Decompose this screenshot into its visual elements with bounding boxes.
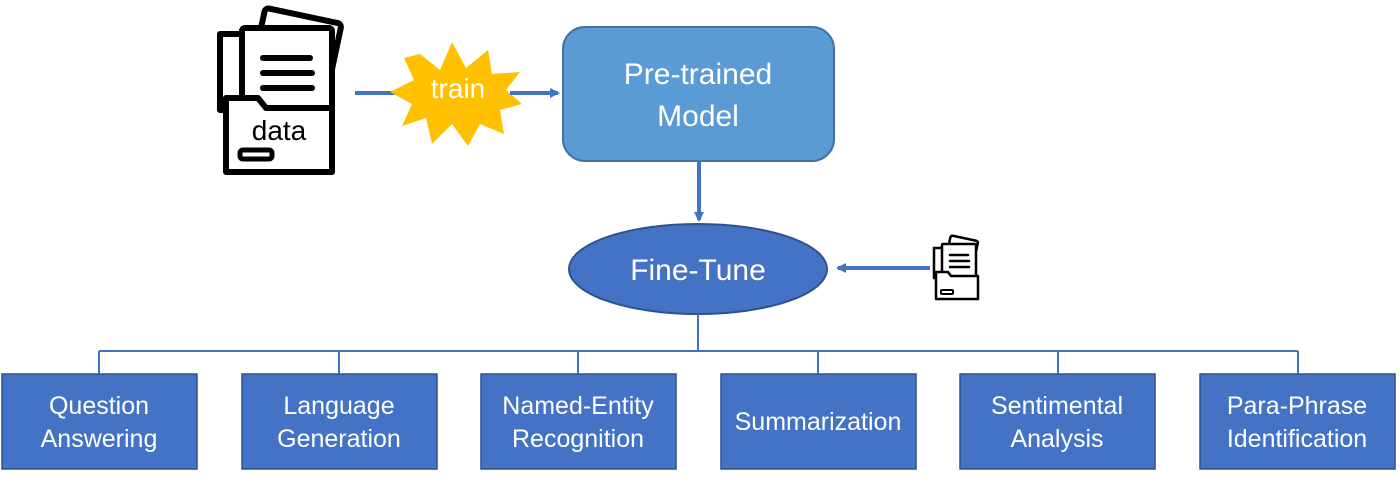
train-label: train — [431, 73, 485, 104]
task-sentimental-analysis: Sentimental Analysis — [959, 373, 1156, 470]
task-boxes: Question Answering Language Generation N… — [1, 373, 1396, 470]
task-label-line2: Identification — [1227, 425, 1367, 453]
task-label-line1: Para-Phrase — [1227, 392, 1367, 420]
task-label-line2: Analysis — [1010, 425, 1103, 453]
pretrained-model-box: Pre-trained Model — [562, 26, 835, 162]
task-label-line1: Named-Entity — [502, 392, 654, 420]
train-burst: train — [390, 42, 522, 146]
task-label-line1: Language — [283, 392, 394, 420]
model-label-line1: Pre-trained — [624, 58, 772, 91]
model-label-line2: Model — [657, 100, 739, 133]
task-label-line2: Generation — [277, 425, 401, 453]
task-connector-tree — [98, 314, 1299, 374]
task-paraphrase-identification: Para-Phrase Identification — [1199, 373, 1396, 470]
task-label-line1: Question — [49, 392, 149, 420]
fine-tune-label: Fine-Tune — [630, 254, 766, 287]
fine-tune-node: Fine-Tune — [568, 223, 828, 315]
small-data-folder-icon — [932, 234, 980, 301]
task-summarization: Summarization — [720, 373, 917, 470]
task-language-generation: Language Generation — [241, 373, 438, 470]
task-label-line1: Sentimental — [991, 392, 1123, 420]
task-named-entity-recognition: Named-Entity Recognition — [480, 373, 677, 470]
burst-shape — [390, 42, 522, 146]
task-label-line2: Answering — [41, 425, 158, 453]
task-label-line2: Recognition — [512, 425, 644, 453]
data-folder-icon: data — [210, 2, 352, 184]
task-question-answering: Question Answering — [1, 373, 198, 470]
data-label: data — [252, 115, 307, 146]
task-label-line1: Summarization — [735, 408, 902, 436]
